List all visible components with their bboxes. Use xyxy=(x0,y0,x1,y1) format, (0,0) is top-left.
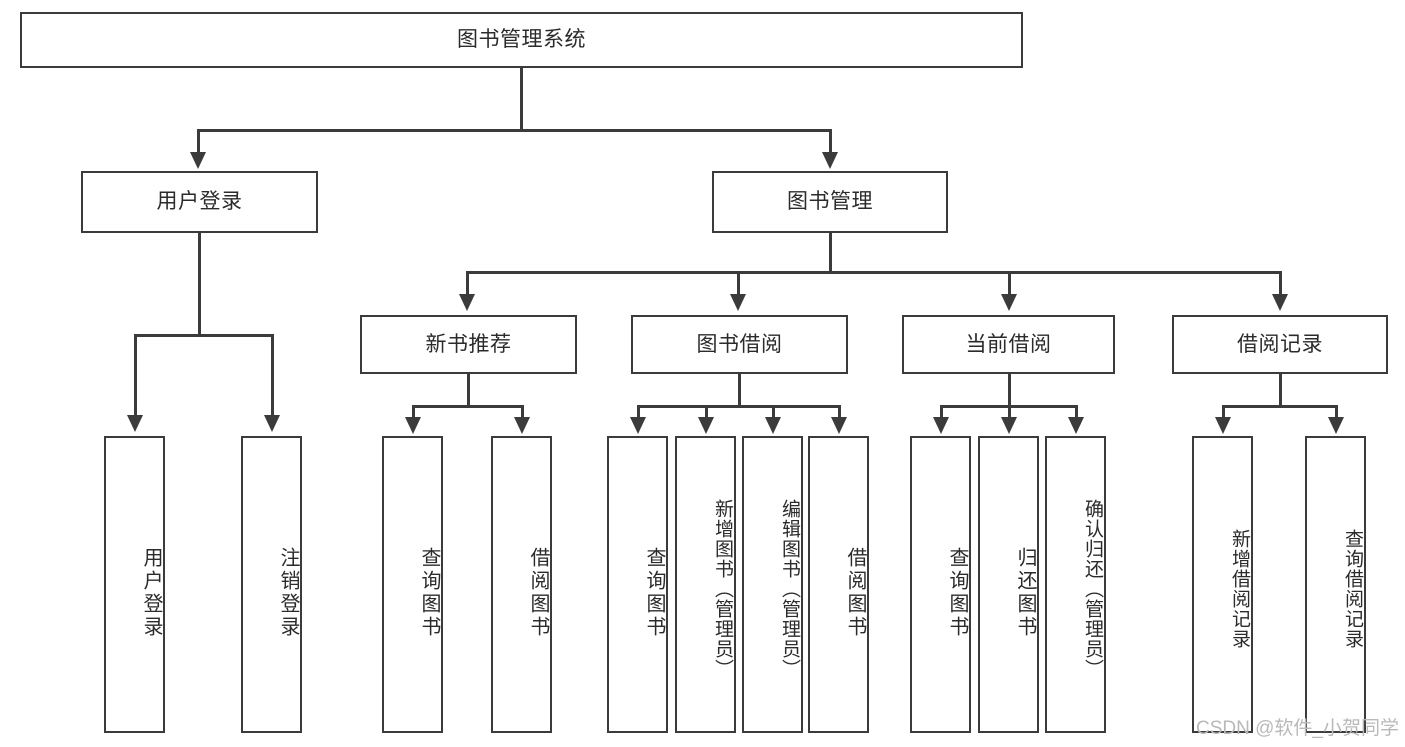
connector-book-manage-stem xyxy=(829,233,832,273)
connector-new-book-leaf-0 xyxy=(412,405,415,419)
connector-to-current-borrow xyxy=(1008,271,1011,296)
node-book-borrow[interactable]: 图书借阅 xyxy=(631,315,848,374)
connector-root-bar xyxy=(197,129,831,132)
arrowhead-current-borrow-leaf-2 xyxy=(1068,417,1084,434)
arrowhead-root-to-user-login xyxy=(190,152,206,169)
arrowhead-user-login-leaf-0 xyxy=(127,415,143,432)
connector-root-to-user-login xyxy=(197,129,200,155)
connector-book-borrow-stem xyxy=(738,374,741,407)
arrowhead-to-book-borrow xyxy=(730,294,746,311)
connector-borrow-record-leaf-1 xyxy=(1335,405,1338,419)
connector-to-new-book xyxy=(466,271,469,296)
arrowhead-user-login-leaf-1 xyxy=(264,415,280,432)
arrowhead-new-book-leaf-1 xyxy=(514,417,530,434)
arrowhead-to-borrow-record xyxy=(1272,294,1288,311)
connector-current-borrow-leaf-2 xyxy=(1075,405,1078,419)
connector-book-borrow-leaf-0 xyxy=(637,405,640,419)
arrowhead-book-borrow-leaf-1 xyxy=(698,417,714,434)
node-user-login[interactable]: 用户登录 xyxy=(81,171,318,233)
connector-book-borrow-leaf-3 xyxy=(838,405,841,419)
arrowhead-book-borrow-leaf-3 xyxy=(831,417,847,434)
leaf-user-login-logout[interactable]: 注销登录 xyxy=(241,436,302,733)
leaf-book-borrow-edit[interactable]: 编辑图书（管理员） xyxy=(742,436,803,733)
arrowhead-borrow-record-leaf-1 xyxy=(1328,417,1344,434)
node-current-borrow[interactable]: 当前借阅 xyxy=(902,315,1115,374)
arrowhead-book-borrow-leaf-2 xyxy=(765,417,781,434)
arrowhead-to-new-book xyxy=(459,294,475,311)
csdn-watermark: CSDN @软件_小贺同学 xyxy=(1196,718,1399,739)
connector-current-borrow-stem xyxy=(1008,374,1011,407)
connector-current-borrow-leaf-0 xyxy=(940,405,943,419)
connector-user-login-bar xyxy=(134,334,273,337)
connector-current-borrow-leaf-1 xyxy=(1008,405,1011,419)
arrowhead-borrow-record-leaf-0 xyxy=(1215,417,1231,434)
connector-borrow-record-bar xyxy=(1222,405,1337,408)
connector-user-login-leaf-1 xyxy=(271,334,274,417)
connector-new-book-leaf-1 xyxy=(521,405,524,419)
leaf-borrow-record-query[interactable]: 查询借阅记录 xyxy=(1305,436,1366,733)
connector-borrow-record-stem xyxy=(1279,374,1282,407)
node-root-system[interactable]: 图书管理系统 xyxy=(20,12,1023,68)
arrowhead-current-borrow-leaf-1 xyxy=(1001,417,1017,434)
node-borrow-record[interactable]: 借阅记录 xyxy=(1172,315,1388,374)
connector-book-borrow-leaf-2 xyxy=(772,405,775,419)
connector-new-book-stem xyxy=(467,374,470,407)
arrowhead-current-borrow-leaf-0 xyxy=(933,417,949,434)
leaf-book-borrow-add[interactable]: 新增图书（管理员） xyxy=(675,436,736,733)
leaf-book-borrow-query[interactable]: 查询图书 xyxy=(607,436,668,733)
connector-user-login-stem xyxy=(198,233,201,336)
node-new-book-recommend[interactable]: 新书推荐 xyxy=(360,315,577,374)
connector-borrow-record-leaf-0 xyxy=(1222,405,1225,419)
connector-root-stem xyxy=(520,68,523,130)
leaf-borrow-record-add[interactable]: 新增借阅记录 xyxy=(1192,436,1253,733)
leaf-current-borrow-query[interactable]: 查询图书 xyxy=(910,436,971,733)
connector-root-to-book-manage xyxy=(829,129,832,155)
node-book-management[interactable]: 图书管理 xyxy=(712,171,948,233)
leaf-book-borrow-borrow[interactable]: 借阅图书 xyxy=(808,436,869,733)
connector-book-borrow-leaf-1 xyxy=(705,405,708,419)
connector-level2-bar xyxy=(466,271,1282,274)
connector-to-book-borrow xyxy=(737,271,740,296)
leaf-new-book-borrow[interactable]: 借阅图书 xyxy=(491,436,552,733)
leaf-current-borrow-return[interactable]: 归还图书 xyxy=(978,436,1039,733)
arrowhead-new-book-leaf-0 xyxy=(405,417,421,434)
leaf-new-book-query[interactable]: 查询图书 xyxy=(382,436,443,733)
leaf-current-borrow-confirm-return[interactable]: 确认归还（管理员） xyxy=(1045,436,1106,733)
connector-new-book-bar xyxy=(412,405,523,408)
leaf-user-login-login[interactable]: 用户登录 xyxy=(104,436,165,733)
connector-to-borrow-record xyxy=(1279,271,1282,296)
connector-book-borrow-bar xyxy=(637,405,840,408)
arrowhead-to-current-borrow xyxy=(1001,294,1017,311)
arrowhead-book-borrow-leaf-0 xyxy=(630,417,646,434)
connector-user-login-leaf-0 xyxy=(134,334,137,417)
arrowhead-root-to-book-manage xyxy=(822,152,838,169)
